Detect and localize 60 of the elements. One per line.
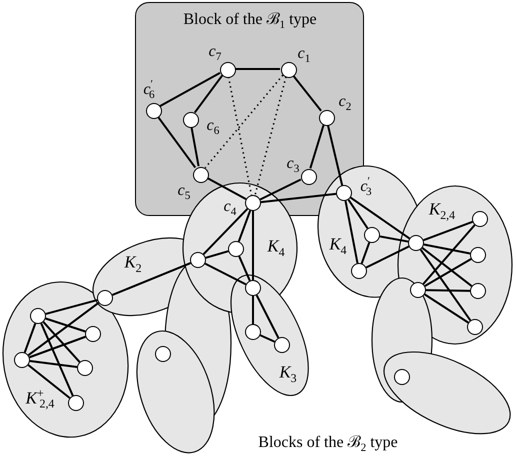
edge-line: [190, 126, 200, 166]
edge-line: [156, 116, 196, 168]
vertex-label: c$_{7}$: [208, 44, 222, 60]
edge-line: [424, 258, 472, 287]
edge-line: [235, 68, 280, 70]
vertex-label: c$_{2}$: [338, 94, 352, 110]
edge-line: [29, 336, 86, 358]
block-label: K$_{2}$: [124, 253, 142, 270]
edge-line: [24, 323, 36, 353]
edge-line: [205, 250, 229, 259]
block-title: Block of the ℬ$_{1}$ type: [183, 12, 317, 28]
edge-line: [344, 200, 358, 264]
block-label: K$_{4}$: [267, 238, 285, 254]
edge-line: [366, 246, 410, 268]
edge-line: [422, 247, 472, 287]
dotted-edge: [228, 76, 252, 196]
edge-line: [424, 294, 469, 324]
edge-line: [380, 235, 408, 243]
vertex-label: c$_{1}$: [298, 46, 310, 62]
block-label: K$_{4}$: [329, 235, 347, 252]
edge-line: [426, 289, 470, 292]
edge-line: [40, 322, 74, 396]
edge-line: [45, 318, 86, 332]
edge-line: [206, 176, 246, 200]
dotted-edge: [254, 76, 287, 196]
edge-line: [160, 72, 220, 107]
vertex-label: c$_{6}$: [206, 118, 220, 134]
edge-line: [252, 296, 254, 324]
edge-line: [350, 196, 410, 240]
dotted-edge: [204, 74, 284, 168]
edge-line: [260, 334, 276, 343]
edge-line: [423, 220, 473, 242]
edge-line: [238, 210, 252, 242]
edge-line: [238, 256, 251, 282]
edge-line: [252, 211, 254, 280]
edge-line: [260, 192, 336, 204]
edge-line: [204, 262, 246, 286]
caption-text: Blocks of the ℬ$_{2}$ type: [258, 435, 398, 451]
vertex-label: c$_{4}$: [224, 199, 236, 215]
edge-line: [420, 248, 472, 322]
edge-line: [45, 299, 98, 315]
edge-line: [28, 302, 100, 356]
edge-line: [256, 294, 280, 338]
edge-line: [112, 262, 191, 296]
edge-line: [202, 208, 248, 255]
edge-line: [292, 74, 322, 112]
vertex-label: c$_{3}$: [286, 156, 300, 172]
edge-line: [309, 124, 325, 169]
edge-line: [360, 242, 370, 264]
edge-line: [424, 244, 470, 254]
edge-line: [326, 124, 344, 186]
edge-line: [260, 178, 302, 200]
vertex-label: c$_{5}$: [178, 183, 190, 199]
edge-line: [194, 74, 224, 114]
edge-line: [348, 199, 368, 229]
edge-line: [422, 224, 476, 285]
edge-line: [30, 360, 78, 368]
block-label: K$_{3}$: [279, 363, 297, 380]
edge-line: [42, 321, 80, 363]
edge-line: [28, 364, 70, 399]
